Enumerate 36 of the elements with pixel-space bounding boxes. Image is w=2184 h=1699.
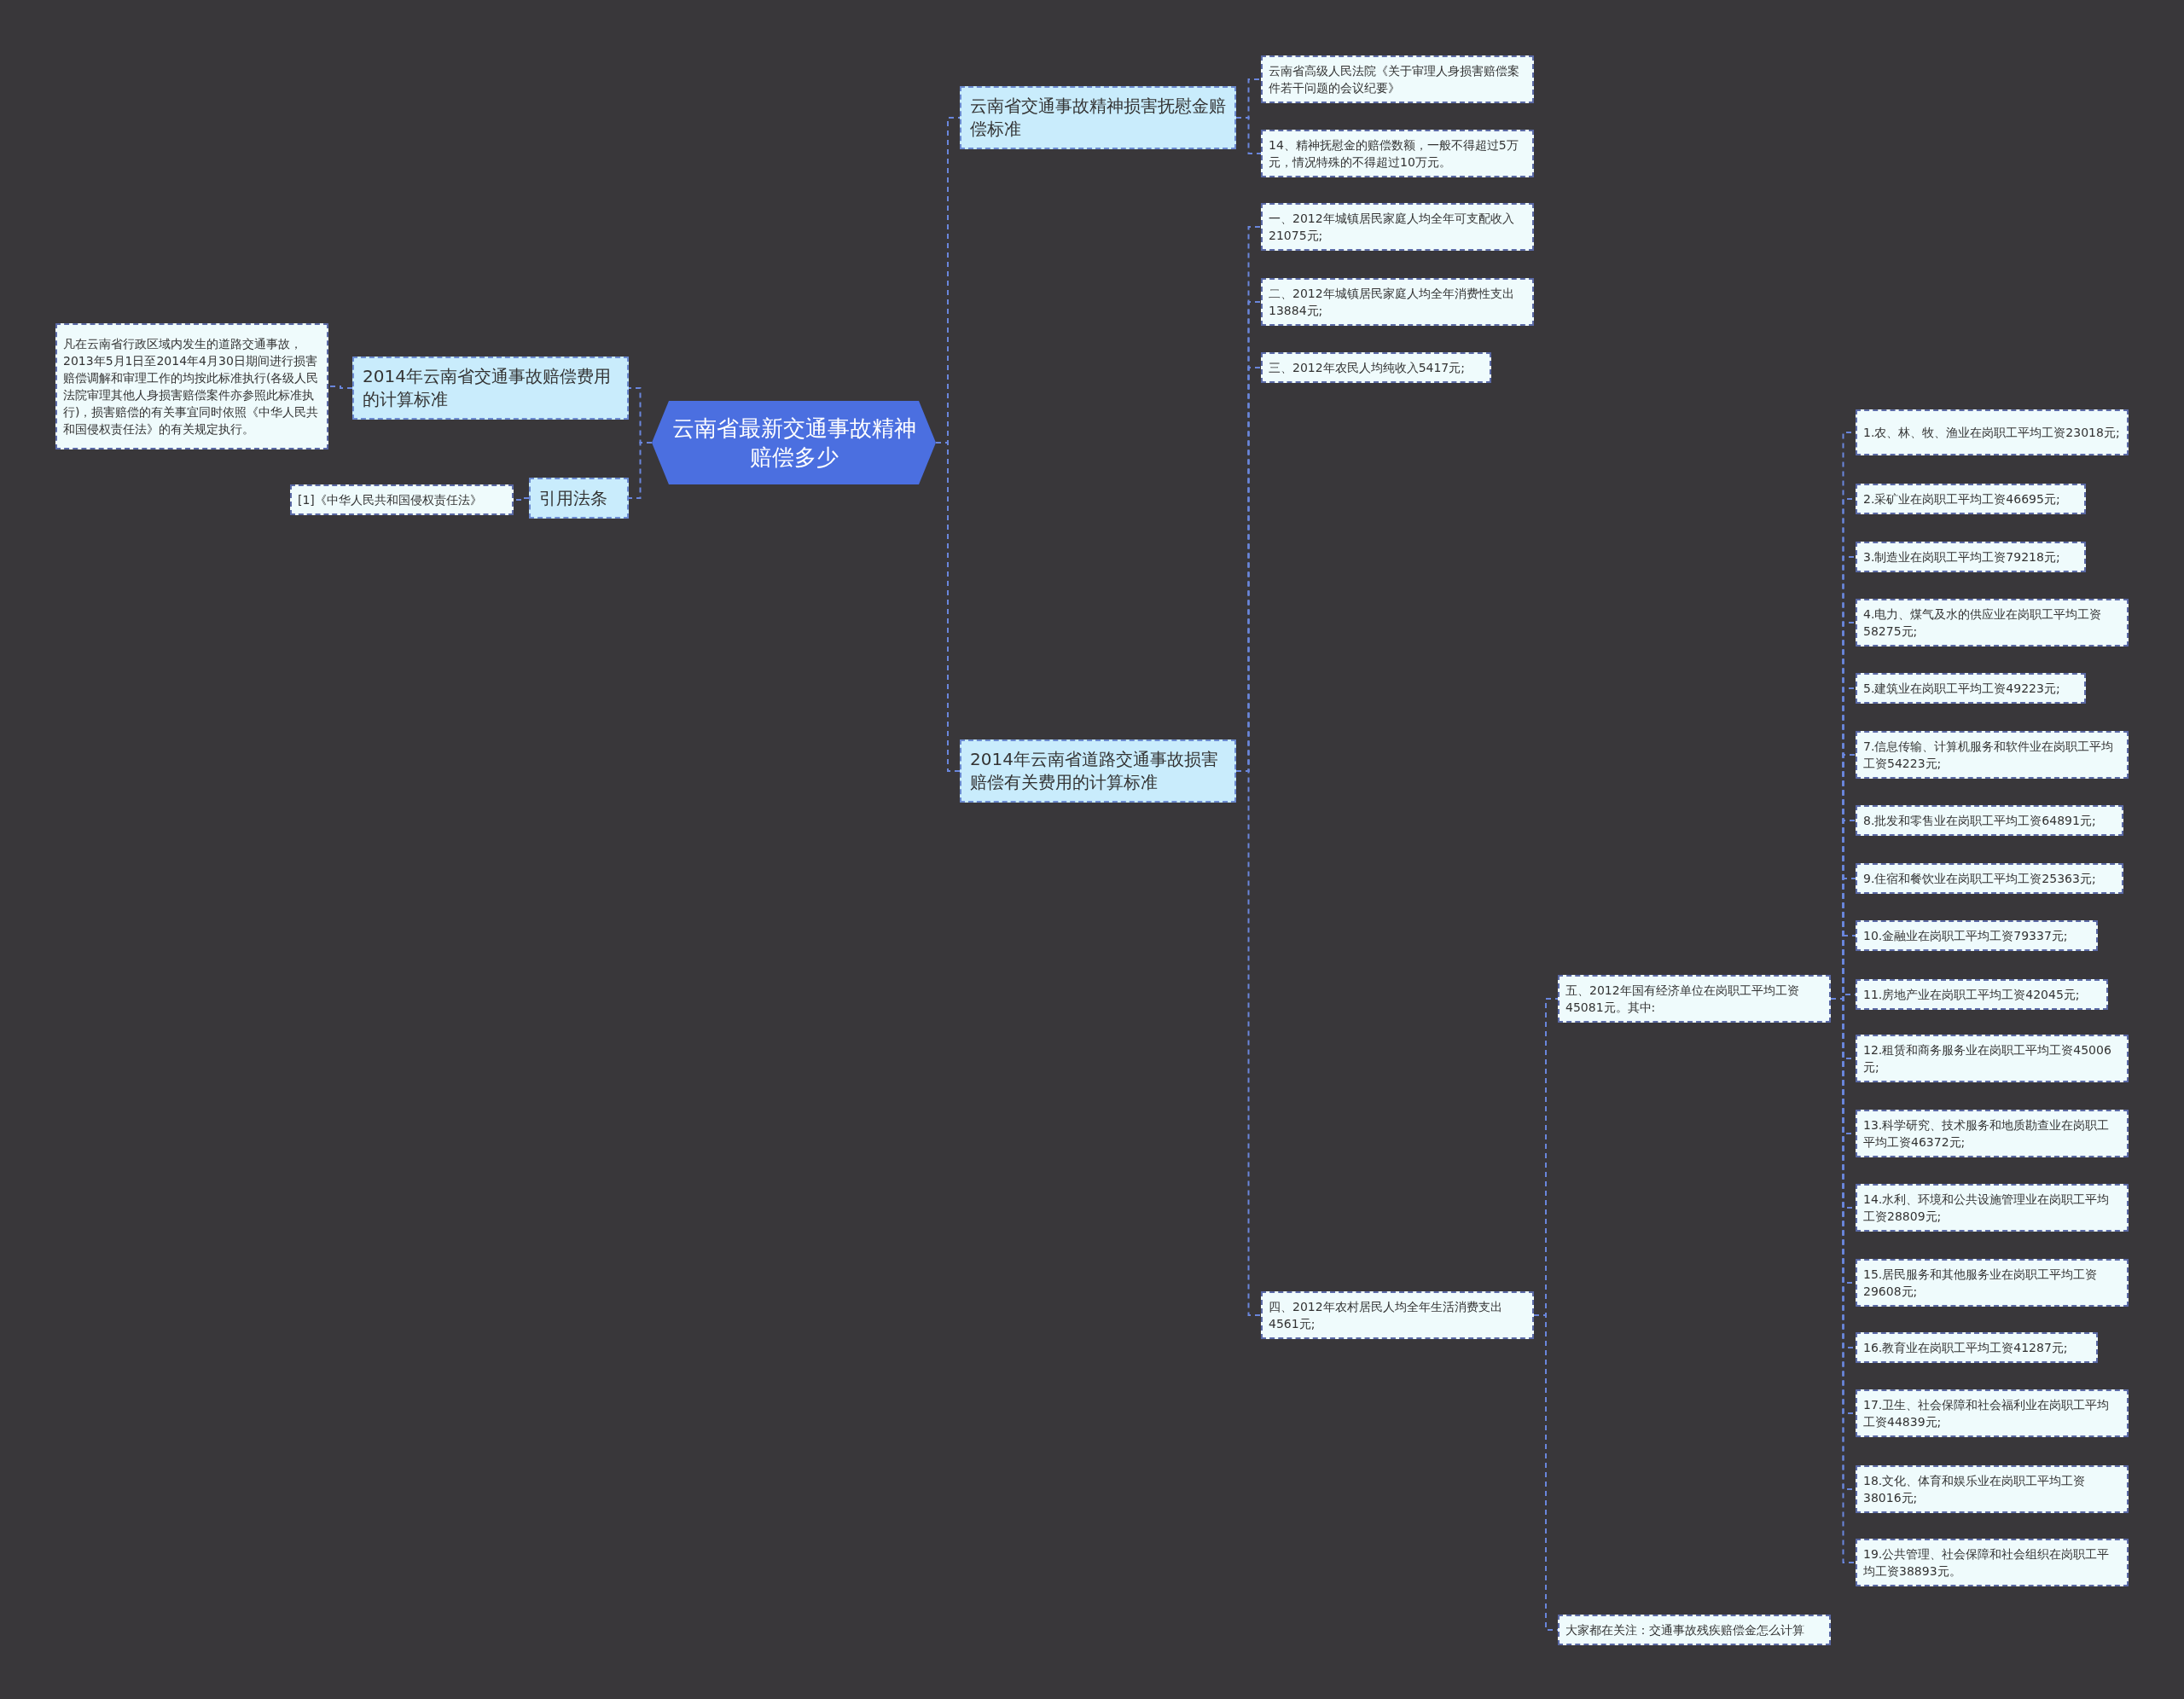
topic-box: 2014年云南省道路交通事故损害赔偿有关费用的计算标准 <box>960 739 1236 803</box>
subtopic-box: 云南省高级人民法院《关于审理人身损害赔偿案件若干问题的会议纪要》 <box>1261 55 1534 103</box>
subtopic-box: 1.农、林、牧、渔业在岗职工平均工资23018元; <box>1856 409 2129 455</box>
topic-box: 云南省交通事故精神损害抚慰金赔偿标准 <box>960 86 1236 149</box>
subtopic-box: 二、2012年城镇居民家庭人均全年消费性支出13884元; <box>1261 278 1534 326</box>
subtopic-box: 10.金融业在岗职工平均工资79337元; <box>1856 920 2098 951</box>
subtopic-box: 13.科学研究、技术服务和地质勘查业在岗职工平均工资46372元; <box>1856 1110 2129 1157</box>
connector-line <box>1235 117 1262 154</box>
subtopic-box: 16.教育业在岗职工平均工资41287元; <box>1856 1332 2098 1363</box>
subtopic-box: 4.电力、煤气及水的供应业在岗职工平均工资58275元; <box>1856 599 2129 647</box>
subtopic-box: 5.建筑业在岗职工平均工资49223元; <box>1856 673 2086 704</box>
subtopic-box: 11.房地产业在岗职工平均工资42045元; <box>1856 979 2108 1010</box>
subtopic-box: 五、2012年国有经济单位在岗职工平均工资45081元。其中: <box>1558 975 1831 1023</box>
subtopic-box: 三、2012年农民人均纯收入5417元; <box>1261 352 1491 383</box>
topic-box: 引用法条 <box>529 478 629 519</box>
subtopic-box: [1]《中华人民共和国侵权责任法》 <box>290 484 514 515</box>
connector-line <box>328 386 353 389</box>
subtopic-box: 17.卫生、社会保障和社会福利业在岗职工平均工资44839元; <box>1856 1389 2129 1437</box>
subtopic-box: 四、2012年农村居民人均全年生活消费支出4561元; <box>1261 1291 1534 1339</box>
topic-box: 2014年云南省交通事故赔偿费用的计算标准 <box>352 357 629 420</box>
subtopic-box: 14、精神抚慰金的赔偿数额，一般不得超过5万元，情况特殊的不得超过10万元。 <box>1261 130 1534 177</box>
subtopic-box: 19.公共管理、社会保障和社会组织在岗职工平均工资38893元。 <box>1856 1539 2129 1586</box>
subtopic-box: 15.居民服务和其他服务业在岗职工平均工资29608元; <box>1856 1259 2129 1307</box>
subtopic-box: 2.采矿业在岗职工平均工资46695元; <box>1856 484 2086 514</box>
subtopic-box: 3.制造业在岗职工平均工资79218元; <box>1856 542 2086 572</box>
subtopic-box: 一、2012年城镇居民家庭人均全年可支配收入21075元; <box>1261 203 1534 251</box>
subtopic-box: 凡在云南省行政区域内发生的道路交通事故，2013年5月1日至2014年4月30日期间进行损害赔偿调解和审理工作的均按此标准执行(各级人民法院审理其他人身损害赔偿案件亦参照此标准执行)，损害赔偿的有关事宜同时依照《中华人民共和国侵权责任法》的有关规定执行。 <box>55 323 328 449</box>
subtopic-box: 7.信息传输、计算机服务和软件业在岗职工平均工资54223元; <box>1856 731 2129 779</box>
subtopic-box: 12.租赁和商务服务业在岗职工平均工资45006元; <box>1856 1035 2129 1082</box>
subtopic-box: 18.文化、体育和娱乐业在岗职工平均工资38016元; <box>1856 1465 2129 1513</box>
central-topic: 云南省最新交通事故精神赔偿多少 <box>652 401 936 484</box>
subtopic-box: 9.住宿和餐饮业在岗职工平均工资25363元; <box>1856 863 2123 894</box>
subtopic-box: 大家都在关注：交通事故残疾赔偿金怎么计算 <box>1558 1615 1831 1645</box>
subtopic-box: 8.批发和零售业在岗职工平均工资64891元; <box>1856 805 2123 836</box>
connector-line <box>628 442 653 499</box>
subtopic-box: 14.水利、环境和公共设施管理业在岗职工平均工资28809元; <box>1856 1184 2129 1232</box>
